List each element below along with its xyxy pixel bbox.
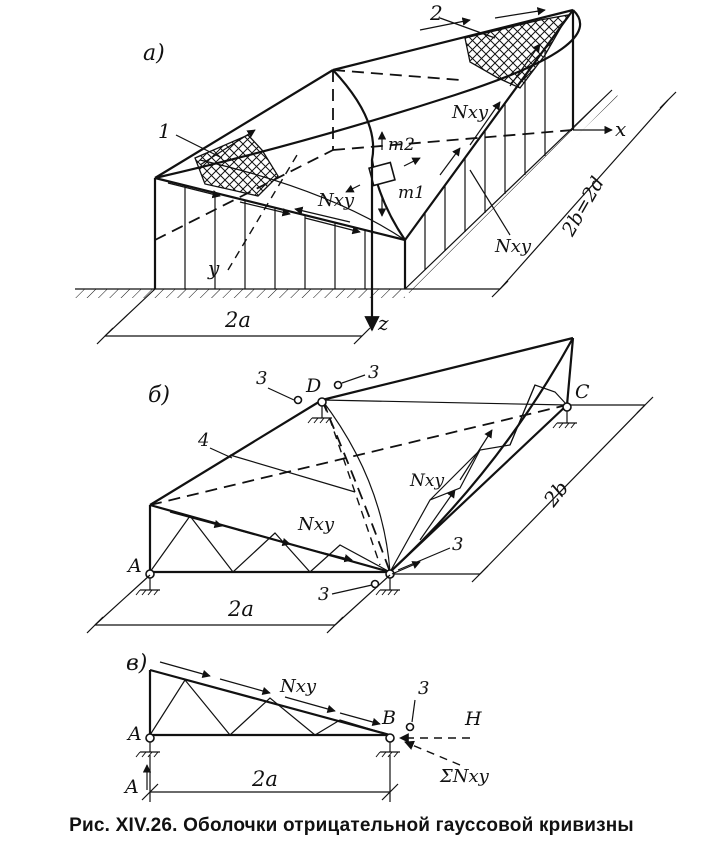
force-label-nxy-right-b: Nxy — [409, 471, 444, 491]
force-label-nxy-front-b: Nxy — [297, 514, 335, 535]
dimension-label-2b-a: 2b=2d — [557, 173, 609, 241]
y-axis-label: y — [207, 256, 220, 280]
panel-b-label: б) — [148, 383, 170, 408]
ground-a — [75, 89, 618, 298]
node-label-A: A — [126, 555, 142, 577]
hatched-patch-1 — [194, 134, 279, 197]
force-arrows-c — [159, 661, 381, 727]
panel-c: в) — [123, 651, 490, 802]
figure-caption: Рис. XIV.26. Оболочки отрицательной гаус… — [69, 815, 634, 836]
support-label-3-d-left: 3 — [256, 368, 267, 389]
node-label-D: D — [305, 375, 321, 397]
force-arrows-b — [169, 429, 493, 563]
force-label-nxy-front: Nxy — [317, 190, 355, 211]
truss-c — [148, 668, 391, 737]
node-label-B-c: B — [381, 707, 396, 729]
truss-front-b — [149, 505, 391, 573]
dimension-2a-panel-b — [86, 574, 391, 634]
panel-a-label: а) — [143, 41, 165, 66]
dimension-2b-panel-a — [405, 91, 677, 298]
dimension-2a-panel-c — [141, 755, 399, 802]
support-D-b — [293, 380, 343, 424]
force-label-nxy-right: Nxy — [494, 236, 532, 257]
panel-c-label: в) — [126, 651, 147, 676]
callout-2: 2 — [429, 1, 443, 25]
dimension-label-2a-b: 2a — [227, 597, 254, 621]
force-label-nxy-top: Nxy — [451, 102, 489, 123]
support-A-b — [135, 569, 160, 596]
node-label-C: C — [575, 381, 590, 403]
support-A-c — [135, 733, 160, 790]
panel-a: а) — [75, 1, 677, 345]
reaction-label-H: H — [464, 708, 482, 730]
force-label-nxy-c: Nxy — [279, 676, 317, 697]
support-label-3-b-right: 3 — [452, 534, 463, 555]
panel-b: б) — [86, 336, 654, 634]
sum-label-nxy: ΣNxy — [439, 766, 490, 787]
support-label-3-c: 3 — [418, 678, 429, 699]
moment-label-m2: m2 — [388, 135, 415, 155]
support-label-3-d-right: 3 — [368, 362, 379, 383]
support-label-3-b-left: 3 — [318, 584, 329, 605]
x-axis-label: x — [615, 117, 626, 141]
truss-right-b — [389, 384, 568, 573]
support-B-c — [375, 699, 470, 766]
wall-ribs-a — [184, 48, 546, 289]
dimension-label-2b-b: 2b — [538, 476, 573, 512]
force-arrows-a — [167, 7, 546, 235]
z-axis-label: z — [377, 311, 389, 335]
dimension-label-2a-c: 2a — [251, 767, 278, 791]
callout-1: 1 — [158, 119, 171, 143]
dimension-label-2a-a: 2a — [224, 308, 251, 332]
node-label-A-c: A — [126, 723, 142, 745]
dimension-2b-panel-b — [471, 396, 654, 583]
reaction-label-A: A — [123, 776, 139, 798]
moment-label-m1: m1 — [398, 183, 425, 203]
callout-4: 4 — [197, 430, 209, 451]
support-C-b — [552, 402, 577, 429]
dimension-2a-panel-a — [96, 288, 371, 345]
support-B-b — [370, 561, 480, 596]
hatched-patch-2 — [464, 14, 570, 89]
